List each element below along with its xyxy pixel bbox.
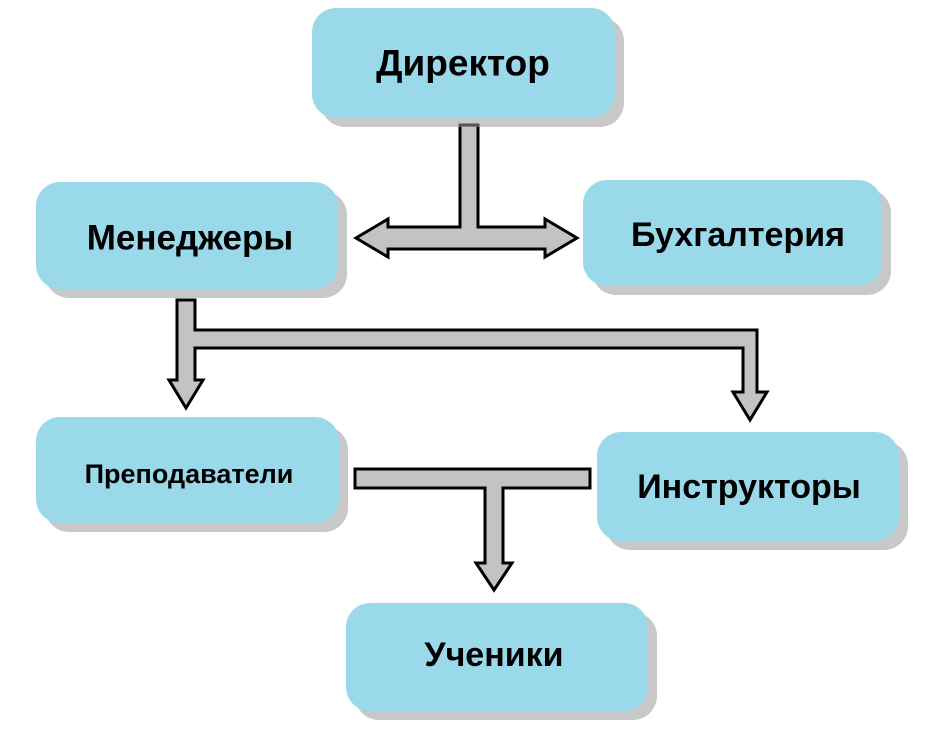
- node-director-label: Директор: [376, 43, 550, 84]
- node-managers-label: Менеджеры: [87, 219, 294, 258]
- node-instructors: Инструкторы: [597, 432, 908, 550]
- node-instructors-label: Инструкторы: [637, 468, 861, 506]
- node-managers: Менеджеры: [36, 182, 347, 298]
- connector-managers-split: [166, 298, 770, 423]
- node-teachers-label: Преподаватели: [85, 459, 294, 489]
- node-accounting: Бухгалтерия: [583, 180, 891, 295]
- node-director: Директор: [312, 8, 624, 127]
- node-students: Ученики: [346, 603, 657, 720]
- connector-director-split: [353, 123, 580, 260]
- connector-to-students: [353, 467, 592, 593]
- node-students-label: Ученики: [424, 636, 563, 674]
- node-accounting-label: Бухгалтерия: [631, 216, 845, 254]
- node-teachers: Преподаватели: [36, 417, 348, 532]
